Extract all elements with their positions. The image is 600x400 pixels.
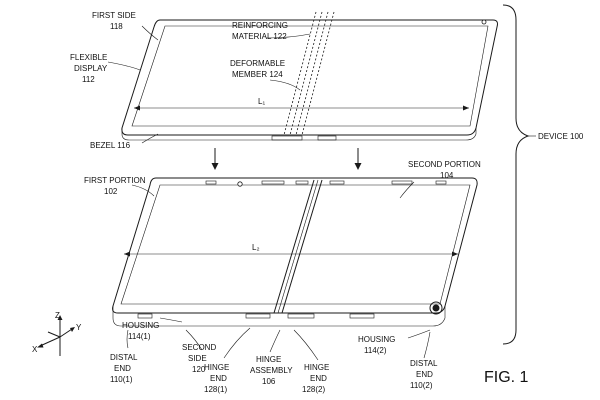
label-second-side-3: 120 — [192, 365, 206, 374]
label-first-side-num: 118 — [110, 22, 123, 31]
label-flexible-1: FLEXIBLE — [70, 53, 107, 62]
bottom-device — [112, 177, 478, 327]
label-device: DEVICE 100 — [538, 132, 584, 141]
label-hinge-end-left-2: END — [210, 374, 227, 383]
label-distal-left-2: END — [114, 364, 131, 373]
label-first-portion-2: 102 — [104, 187, 118, 196]
label-flexible-2: DISPLAY — [74, 64, 108, 73]
label-hinge-end-right-1: HINGE — [304, 363, 329, 372]
top-device — [121, 11, 498, 141]
figure-label: FIG. 1 — [484, 369, 529, 386]
label-first-portion-1: FIRST PORTION — [84, 176, 146, 185]
label-hinge-assembly-1: HINGE — [256, 355, 281, 364]
axis-label-y: Y — [76, 323, 82, 332]
label-length-bottom: L₂ — [252, 243, 260, 252]
label-deformable-1: DEFORMABLE — [230, 59, 285, 68]
device-bracket — [502, 4, 530, 345]
label-first-side: FIRST SIDE — [92, 11, 136, 20]
label-hinge-end-right-2: END — [310, 374, 327, 383]
down-arrows — [211, 148, 362, 170]
label-housing-left-2: 114(1) — [128, 332, 151, 341]
label-reinforcing-2: MATERIAL 122 — [232, 32, 287, 41]
label-hinge-assembly-3: 106 — [262, 377, 276, 386]
label-flexible-3: 112 — [82, 75, 95, 84]
label-hinge-assembly-2: ASSEMBLY — [250, 366, 293, 375]
label-housing-left-1: HOUSING — [122, 321, 159, 330]
label-housing-right-1: HOUSING — [358, 335, 395, 344]
label-hinge-end-left-1: HINGE — [204, 363, 229, 372]
label-distal-right-1: DISTAL — [410, 359, 438, 368]
label-housing-right-2: 114(2) — [364, 346, 387, 355]
label-reinforcing-1: REINFORCING — [232, 21, 288, 30]
axis-label-x: X — [32, 345, 38, 354]
label-second-portion-1: SECOND PORTION — [408, 160, 481, 169]
label-hinge-end-right-3: 128(2) — [302, 385, 325, 394]
label-distal-right-2: END — [416, 370, 433, 379]
label-hinge-end-left-3: 128(1) — [204, 385, 227, 394]
leader-lines — [107, 25, 536, 361]
label-second-portion-2: 104 — [440, 171, 454, 180]
label-second-side-1: SECOND — [182, 343, 216, 352]
label-deformable-2: MEMBER 124 — [232, 70, 283, 79]
label-length-top: L₁ — [258, 97, 265, 106]
label-distal-left-3: 110(1) — [110, 375, 133, 384]
label-second-side-2: SIDE — [188, 354, 207, 363]
axis-icon — [37, 315, 75, 356]
axis-label-z: Z — [55, 311, 60, 320]
label-bezel: BEZEL 116 — [90, 141, 131, 150]
label-distal-left-1: DISTAL — [110, 353, 138, 362]
label-distal-right-3: 110(2) — [410, 381, 433, 390]
